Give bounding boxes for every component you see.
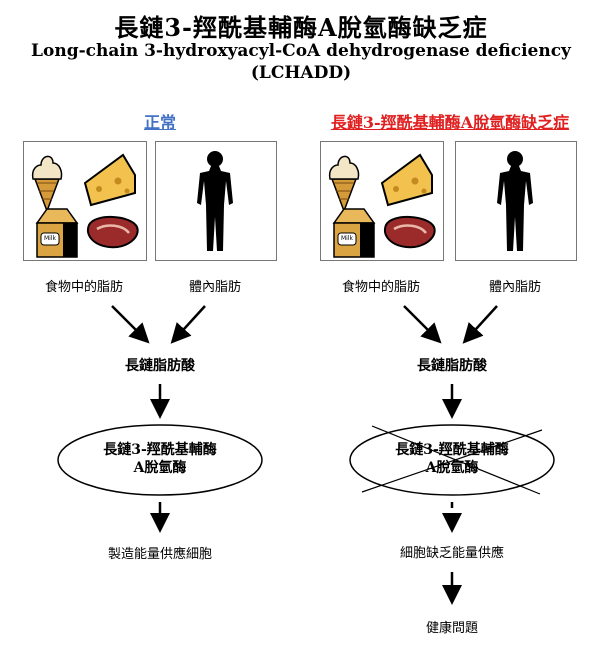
person-icon — [497, 151, 533, 251]
title-english-line1: Long-chain 3-hydroxyacyl-CoA dehydrogena… — [31, 41, 571, 61]
disease-result: 細胞缺乏能量供應 — [399, 546, 504, 561]
normal-fatty-acid: 長鏈脂肪酸 — [125, 358, 195, 374]
disease-enzyme-label: 長鏈3-羥酰基輔酶 A脫氫酶 — [352, 441, 552, 477]
normal-heading: 正常 — [143, 113, 176, 132]
title-english: Long-chain 3-hydroxyacyl-CoA dehydrogena… — [0, 40, 602, 84]
normal-enzyme-label: 長鏈3-羥酰基輔酶 A脫氫酶 — [60, 441, 260, 477]
arrow-body-to-fatty-acid — [462, 305, 498, 344]
title-english-line2: (LCHADD) — [250, 63, 352, 83]
disease-enzyme-ellipse — [349, 424, 555, 496]
title-chinese: 長鏈3-羥酰基輔酶A脫氫酶缺乏症 — [114, 13, 488, 42]
disease-enzyme-line2: A脫氫酶 — [425, 460, 479, 476]
cross-line — [361, 429, 543, 493]
arrow-food-to-fatty-acid — [111, 305, 150, 344]
arrow-body-to-fatty-acid — [170, 305, 206, 344]
person-icon — [197, 151, 233, 251]
normal-body-label: 體內脂肪 — [188, 280, 241, 295]
disease-outcome: 健康問題 — [425, 621, 478, 636]
disease-fatty-acid: 長鏈脂肪酸 — [417, 358, 487, 374]
normal-enzyme-line2: A脫氫酶 — [133, 460, 187, 476]
disease-body-label: 體內脂肪 — [488, 280, 541, 295]
disease-heading: 長鏈3-羥酰基輔酶A脫氫酶缺乏症 — [330, 113, 570, 132]
normal-enzyme-line1: 長鏈3-羥酰基輔酶 — [103, 442, 217, 458]
milk-label: Milk — [341, 235, 353, 242]
disease-food-label: 食物中的脂肪 — [341, 280, 420, 295]
normal-food-label: 食物中的脂肪 — [44, 280, 123, 295]
disease-enzyme-line1: 長鏈3-羥酰基輔酶 — [395, 442, 509, 458]
arrow-food-to-fatty-acid — [403, 305, 442, 344]
normal-result: 製造能量供應細胞 — [107, 547, 212, 562]
milk-label: Milk — [44, 235, 56, 242]
normal-enzyme-ellipse — [57, 424, 263, 496]
